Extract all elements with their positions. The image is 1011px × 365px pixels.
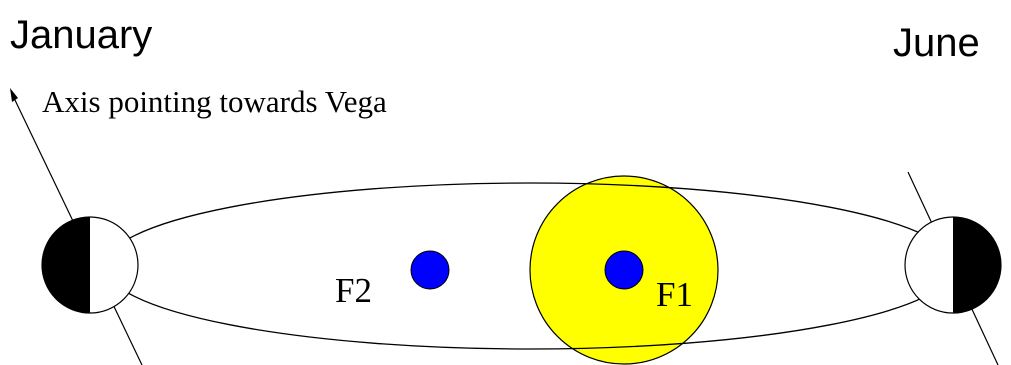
focus-f2-label: F2 <box>335 271 372 310</box>
earth-june <box>904 216 1002 314</box>
axis-arrow-icon <box>10 88 18 102</box>
january-label: January <box>10 13 152 57</box>
june-label: June <box>893 21 980 65</box>
axis-note-label: Axis pointing towards Vega <box>42 84 387 119</box>
focus-f1-dot <box>604 250 644 290</box>
focus-f1-label: F1 <box>656 275 693 314</box>
earth-january <box>41 216 139 314</box>
focus-f2-dot <box>410 250 450 290</box>
